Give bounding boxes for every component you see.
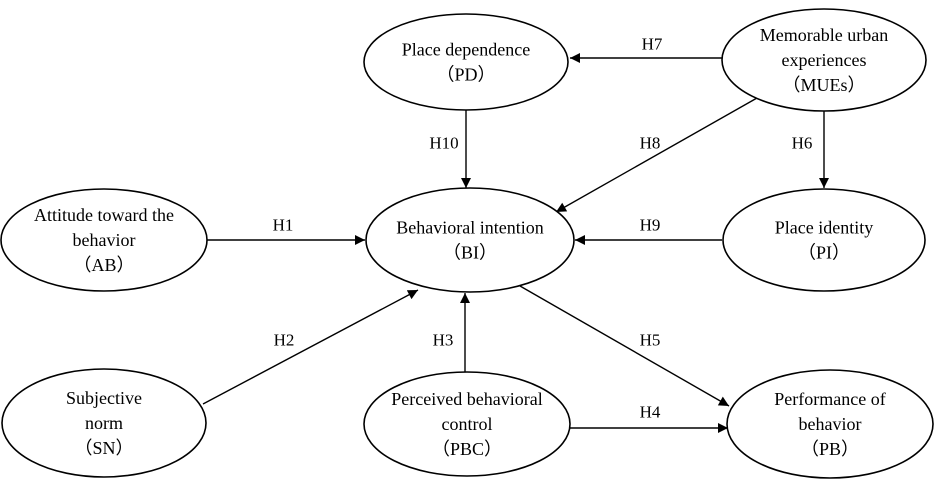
node-sn-label-line-1: Subjective: [66, 388, 142, 408]
node-sn: Subjective norm （SN）: [1, 368, 207, 478]
node-pbc-ellipse: [363, 371, 571, 477]
edge-label-h3: H3: [433, 331, 454, 350]
node-pi: Place identity （PI）: [722, 188, 926, 292]
node-pbc-label-line-2: control: [442, 414, 493, 434]
node-pb-label-line-2: behavior: [799, 414, 862, 434]
node-pi-ellipse: [722, 188, 926, 292]
edge-label-h1: H1: [273, 216, 294, 235]
node-bi-ellipse: [365, 187, 575, 293]
node-pd: Place dependence （PD）: [363, 13, 569, 111]
node-pd-label-line-2: （PD）: [436, 65, 495, 85]
arrow-bi-to-pb: [519, 285, 730, 407]
node-pi-label-line-1: Place identity: [775, 218, 873, 238]
edge-label-h6: H6: [792, 134, 813, 153]
node-bi-label-line-1: Behavioral intention: [396, 218, 543, 238]
node-pd-label-line-1: Place dependence: [402, 40, 530, 60]
node-bi-label-line-2: （BI）: [443, 243, 497, 263]
node-pb-ellipse: [726, 369, 934, 479]
node-sn-label-line-2: norm: [85, 413, 123, 433]
node-pbc: Perceived behavioral control （PBC）: [363, 371, 571, 477]
node-ab-ellipse: [0, 188, 208, 292]
arrow-sn-to-bi: [202, 289, 419, 405]
edge-label-h10: H10: [429, 134, 458, 153]
node-mue-label-line-3: （MUEs）: [782, 75, 865, 95]
edge-label-h2: H2: [274, 331, 295, 350]
node-pb-label-line-1: Performance of: [774, 389, 885, 409]
node-pi-label-line-2: （PI）: [798, 243, 850, 263]
node-pd-ellipse: [363, 13, 569, 111]
node-ab-label-line-2: behavior: [73, 230, 136, 250]
node-ab: Attitude toward the behavior （AB）: [0, 188, 208, 292]
arrow-mue-to-bi: [555, 97, 758, 213]
node-mue-ellipse: [721, 8, 927, 112]
node-mue-label-line-1: Memorable urban: [760, 25, 888, 45]
node-pb-label-line-3: （PB）: [801, 439, 859, 459]
node-sn-ellipse: [1, 368, 207, 478]
edge-label-h7: H7: [642, 35, 663, 54]
node-ab-label-line-3: （AB）: [73, 255, 134, 275]
node-mue: Memorable urban experiences （MUEs）: [721, 8, 927, 112]
edge-label-h9: H9: [640, 216, 661, 235]
edge-label-h8: H8: [640, 134, 661, 153]
node-pbc-label-line-3: （PBC）: [432, 439, 502, 459]
node-pb: Performance of behavior （PB）: [726, 369, 934, 479]
node-pbc-label-line-1: Perceived behavioral: [391, 389, 542, 409]
node-mue-label-line-2: experiences: [782, 50, 867, 70]
edge-label-h5: H5: [640, 331, 661, 350]
edge-label-h4: H4: [640, 403, 661, 422]
node-ab-label-line-1: Attitude toward the: [34, 205, 174, 225]
node-bi: Behavioral intention （BI）: [365, 187, 575, 293]
node-sn-label-line-3: （SN）: [74, 438, 133, 458]
